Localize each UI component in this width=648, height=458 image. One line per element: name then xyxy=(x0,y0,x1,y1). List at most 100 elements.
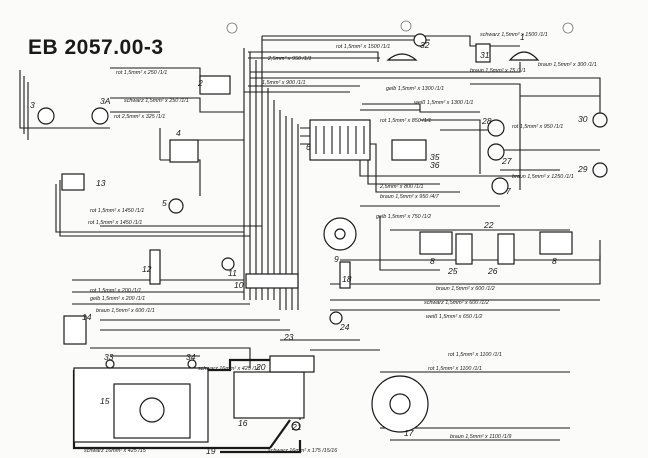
component-number: 29 xyxy=(577,164,588,174)
component-number: 4 xyxy=(176,128,181,138)
component-number: 25 xyxy=(447,266,458,276)
component-number: 24 xyxy=(339,322,350,332)
wire-label: gelb 1,5mm² x 200 /1/1 xyxy=(90,296,145,302)
relay-block xyxy=(199,75,231,95)
lamp-28 xyxy=(487,119,505,137)
fuse-box xyxy=(309,119,371,161)
wire-label: schwarz 16mm² x 425 /16 xyxy=(198,366,260,372)
wire-label: rot 1,5mm² x 850 /1/1 xyxy=(380,118,431,124)
temperature-sender xyxy=(339,261,351,289)
component-number: 13 xyxy=(96,178,106,188)
binder-hole xyxy=(400,20,412,32)
wire-label: schwarz 1,5mm² x 600 /1/2 xyxy=(424,300,489,306)
component-number: 3A xyxy=(100,96,111,106)
lamp-upper xyxy=(386,53,418,61)
sender-26 xyxy=(497,233,515,265)
component-number: 6 xyxy=(306,142,311,152)
terminal-strip xyxy=(245,273,299,289)
component-number: 16 xyxy=(238,418,248,428)
wire-label: rot 2,5mm² x 325 /1/1 xyxy=(114,114,165,120)
battery xyxy=(73,367,209,443)
component-number: 19 xyxy=(206,446,216,456)
component-number: 2 xyxy=(197,78,203,88)
wire-label: schwarz 16mm² x 425 /15 xyxy=(84,448,147,454)
wire-label: rot 1,5mm² x 950 /1/1 xyxy=(512,124,563,130)
flasher-unit xyxy=(149,249,161,285)
wire-label: rot 1,5mm² x 1450 /1/1 xyxy=(88,220,142,226)
component-number: 7 xyxy=(506,186,511,196)
component-number: 35 xyxy=(430,152,440,162)
component-number: 18 xyxy=(342,274,352,284)
binder-hole xyxy=(562,22,574,34)
wire-label: rot 1,5mm² x 1100 /1/1 xyxy=(448,352,502,358)
wire-labels: rot 1,5mm² x 1500 /1/1 schwarz 1,5mm² x … xyxy=(84,32,597,454)
wire-label: rot 1,5mm² x 1100 /1/1 xyxy=(428,366,482,372)
wire-label: braun 1,5mm² x 600 /1/1 xyxy=(96,308,155,314)
component-number: 22 xyxy=(483,220,494,230)
lamp-7 xyxy=(491,177,509,195)
voltage-regulator xyxy=(169,139,199,163)
wire-label: gelb 1,5mm² x 750 /1/2 xyxy=(376,214,431,220)
component-number: 8 xyxy=(430,256,435,266)
alternator xyxy=(371,375,429,433)
component-number: 17 xyxy=(404,428,414,438)
wire-label: rot 1,5mm² x 200 /1/1 xyxy=(90,288,141,294)
battery-post-33 xyxy=(105,359,115,369)
component-number: 31 xyxy=(480,50,490,60)
wire-label: rot 1,5mm² x 250 /1/1 xyxy=(116,70,167,76)
wire-label: braun 1,5mm² x 1250 /1/1 xyxy=(512,174,574,180)
wire-label: gelb 1,5mm² x 1300 /1/1 xyxy=(386,86,444,92)
component-number: 26 xyxy=(487,266,498,276)
component-number: 9 xyxy=(334,254,339,264)
lamp-27 xyxy=(487,143,505,161)
terminal-29 xyxy=(592,162,608,178)
light-switch xyxy=(61,173,85,191)
wire-label: braun 1,5mm² x 600 /1/2 xyxy=(436,286,495,292)
starter-motor xyxy=(233,355,315,419)
wire-label: rot 1,5mm² x 1500 /1/1 xyxy=(336,44,390,50)
horn xyxy=(168,198,184,214)
rear-light-cluster xyxy=(63,315,87,345)
component-number: 11 xyxy=(228,268,237,278)
component-number: 8 xyxy=(552,256,557,266)
component-number: 12 xyxy=(142,264,152,274)
wire-label: schwarz 1,5mm² x 1500 /1/1 xyxy=(480,32,548,38)
wire-label: braun 1,5mm² x 75 /1/1 xyxy=(470,68,526,74)
wire-label: schwarz 1,5mm² x 250 /1/1 xyxy=(124,98,189,104)
component-number: 3 xyxy=(30,100,35,110)
instrument-cluster xyxy=(391,139,427,161)
lamp-1 xyxy=(508,51,540,61)
wire-label: braun 1,5mm² x 300 /1/1 xyxy=(538,62,597,68)
sender-25 xyxy=(455,233,473,265)
wire-label: weiß 1,5mm² x 1300 /1/1 xyxy=(414,100,473,106)
component-number: 33 xyxy=(104,352,114,362)
component-number: 21 xyxy=(291,422,302,432)
component-number: 10 xyxy=(234,280,244,290)
coil-right xyxy=(539,231,573,255)
wire-label: rot 1,5mm² x 1450 /1/1 xyxy=(90,208,144,214)
indicator-lamp xyxy=(221,257,235,271)
wire-label: 2,5mm² x 950 /1/1 xyxy=(267,56,311,62)
component-number: 30 xyxy=(578,114,588,124)
wire-harness xyxy=(19,35,601,441)
component-number: 32 xyxy=(420,40,430,50)
component-numbers: 1 2 3 3A 4 5 6 7 8 8 9 10 11 12 13 14 15… xyxy=(30,32,588,456)
wire-label: braun 1,5mm² x 950 /4/7 xyxy=(380,194,440,200)
binder-hole xyxy=(226,22,238,34)
headlight-left xyxy=(37,107,109,125)
wire-label: weiß 1,5mm² x 650 /1/2 xyxy=(426,314,482,320)
coil-left xyxy=(419,231,453,255)
wire-label: 2,5mm² x 800 /1/1 xyxy=(379,184,423,190)
component-number: 28 xyxy=(481,116,492,126)
ground-point xyxy=(291,421,301,431)
component-number: 23 xyxy=(283,332,294,342)
component-number: 36 xyxy=(430,160,440,170)
terminal-30 xyxy=(592,112,608,128)
wire-label: braun 1,5mm² x 1100 /1/9 xyxy=(450,434,511,440)
component-number: 20 xyxy=(255,362,266,372)
ignition-switch xyxy=(323,217,357,251)
component-number: 1 xyxy=(520,32,525,42)
oil-pressure-switch xyxy=(329,311,343,325)
